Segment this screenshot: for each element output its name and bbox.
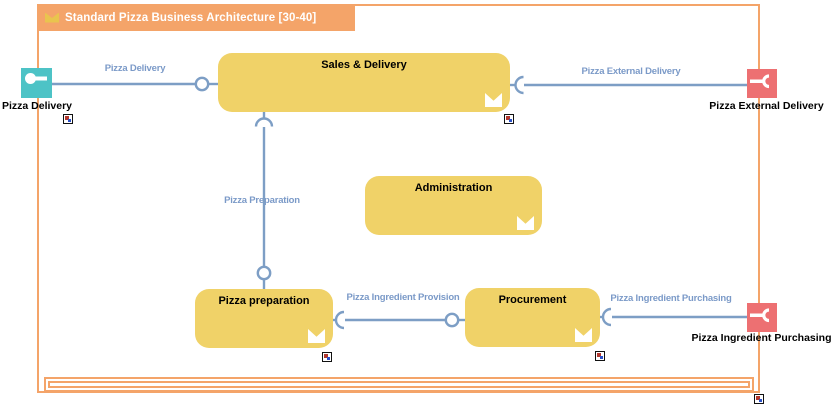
model-reference-icon[interactable] — [504, 114, 514, 124]
ref-red-dot — [506, 116, 510, 120]
diagram-title: Standard Pizza Business Architecture [30… — [65, 11, 317, 24]
model-reference-icon[interactable] — [322, 352, 332, 362]
architecture-frame — [37, 4, 760, 393]
connection-label-pizza-external-delivery: Pizza External Delivery — [581, 66, 681, 77]
connector-pizza-delivery[interactable] — [52, 76, 218, 92]
connector-pizza-external-delivery[interactable] — [510, 75, 747, 95]
connection-label-pizza-ingredient-purchasing: Pizza Ingredient Purchasing — [610, 293, 732, 304]
connection-label-pizza-ingredient-provision: Pizza Ingredient Provision — [346, 292, 460, 303]
node-title: Procurement — [498, 294, 567, 306]
ref-red-dot — [597, 353, 601, 357]
model-reference-icon[interactable] — [595, 351, 605, 361]
ref-red-dot — [756, 396, 760, 400]
node-title: Administration — [414, 182, 493, 194]
model-reference-icon[interactable] — [754, 394, 764, 404]
ref-blue-dot — [509, 119, 512, 122]
model-flag-icon — [485, 93, 502, 107]
node-sales-and-delivery[interactable]: Sales & Delivery — [218, 53, 510, 112]
node-administration[interactable]: Administration — [365, 176, 542, 235]
required-interface-icon-pizza-ingredient-purchasing[interactable] — [747, 303, 777, 332]
model-flag-icon — [308, 329, 325, 343]
node-title: Sales & Delivery — [321, 59, 407, 71]
provided-interface-icon-pizza-delivery[interactable] — [21, 68, 52, 98]
ref-red-dot — [65, 116, 69, 120]
ref-blue-dot — [68, 119, 71, 122]
interface-label-pizza-delivery: Pizza Delivery — [1, 100, 73, 112]
node-title: Pizza preparation — [218, 295, 310, 307]
model-flag-icon — [575, 328, 592, 342]
socket-connector-icon — [601, 307, 612, 327]
node-pizza-preparation[interactable]: Pizza preparation — [195, 289, 333, 348]
ref-red-dot — [324, 354, 328, 358]
required-interface-icon-pizza-external-delivery[interactable] — [747, 69, 777, 98]
socket-icon — [750, 308, 770, 323]
ref-blue-dot — [759, 399, 762, 402]
ball-connector-icon — [194, 76, 210, 92]
node-procurement[interactable]: Procurement — [465, 288, 600, 347]
connection-label-pizza-delivery: Pizza Delivery — [104, 63, 166, 74]
bottom-lane-band[interactable] — [44, 377, 754, 392]
ref-blue-dot — [600, 356, 603, 359]
model-flag-icon — [517, 216, 534, 230]
ball-connector-icon — [256, 265, 272, 281]
ball-connector-icon — [444, 312, 460, 328]
socket-connector-icon — [254, 117, 274, 127]
socket-connector-icon — [514, 75, 524, 95]
connector-pizza-ingredient-purchasing[interactable] — [600, 307, 747, 327]
socket-icon — [750, 74, 770, 89]
connector-pizza-ingredient-provision[interactable] — [333, 310, 465, 330]
ball-lollipop-icon — [25, 73, 47, 84]
connector-pizza-preparation[interactable] — [254, 112, 274, 289]
model-reference-icon[interactable] — [63, 114, 73, 124]
interface-label-pizza-ingredient-purchasing: Pizza Ingredient Purchasing — [691, 332, 832, 344]
diagram-title-tab[interactable]: Standard Pizza Business Architecture [30… — [37, 4, 355, 31]
bottom-lane-band-inner — [48, 381, 750, 388]
socket-connector-icon — [334, 310, 345, 330]
connection-label-pizza-preparation: Pizza Preparation — [224, 195, 300, 206]
interface-label-pizza-external-delivery: Pizza External Delivery — [709, 100, 824, 112]
ref-blue-dot — [327, 357, 330, 360]
